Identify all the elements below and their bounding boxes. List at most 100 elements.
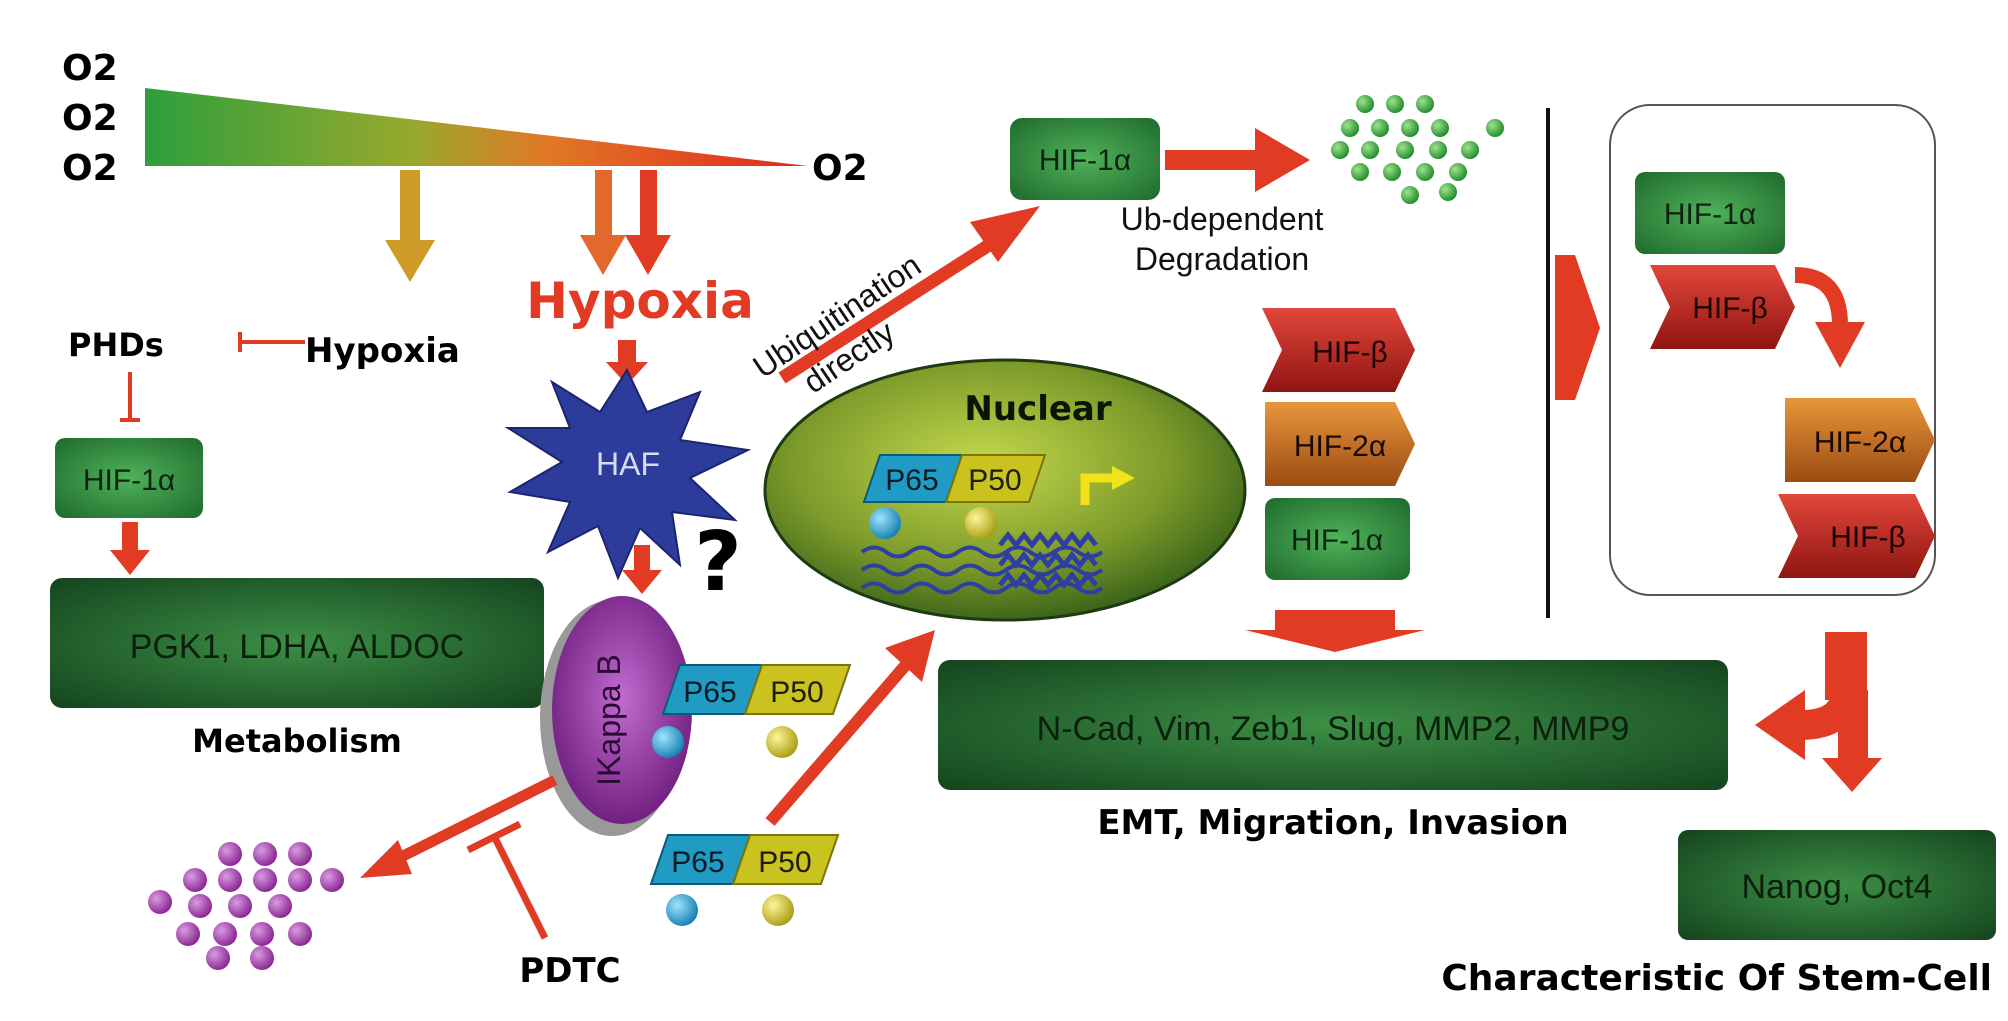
panel-curved-arrow (1794, 267, 1848, 326)
purple-particle (268, 894, 292, 918)
panel-hif-beta-chevron-1 (1650, 265, 1795, 349)
p65-label: P65 (683, 676, 736, 709)
orange-down-arrow (580, 170, 626, 275)
purple-particle (148, 890, 172, 914)
panel-entry-arrow (1555, 255, 1600, 400)
hypoxia-to-haf-arrow (606, 340, 648, 385)
haf-to-ikappa-arrow (622, 545, 662, 594)
panel-hif-beta-label-2: HIF-β (1830, 521, 1906, 554)
red-down-arrow (625, 170, 671, 275)
emt-genes-box (938, 660, 1728, 790)
oxygen-gradient-wedge (145, 88, 808, 166)
dna-zigzag-3 (998, 570, 1098, 590)
degradation-line2: Degradation (1135, 241, 1309, 277)
right-panel: HIF-1α HIF-β HIF-2α HIF-β (1609, 104, 1936, 596)
fork-down-branch (1838, 690, 1868, 760)
p50-label: P50 (770, 676, 823, 709)
ikappa-degradation-line (392, 775, 558, 865)
p65-ball (652, 726, 684, 758)
green-particle (1356, 95, 1374, 113)
stack-hif1a-label: HIF-1α (1291, 524, 1383, 557)
degradation-arrow (1165, 128, 1310, 192)
green-particle (1486, 119, 1504, 137)
green-particle (1341, 119, 1359, 137)
pdtc-label: PDTC (519, 951, 620, 991)
p50-label-free: P50 (758, 846, 811, 879)
green-particle (1331, 141, 1349, 159)
green-particle (1386, 95, 1404, 113)
dna-zigzag-1 (998, 530, 1098, 550)
top-hif1a-label: HIF-1α (1039, 144, 1131, 177)
o2-label-1: O2 (62, 48, 118, 89)
p65-ball-free (666, 894, 698, 926)
purple-particle (253, 868, 277, 892)
p50-ball-free (762, 894, 794, 926)
transcription-start-arrow (1080, 473, 1115, 505)
stem-cell-label: Characteristic Of Stem-Cell (1441, 958, 1992, 999)
purple-particle (288, 868, 312, 892)
panel-hif-beta-label-1: HIF-β (1692, 292, 1768, 325)
nuclear-title: Nuclear (964, 389, 1111, 429)
nucleus: Nuclear P65 P50 (763, 358, 1247, 622)
green-particle (1361, 141, 1379, 159)
green-particle (1416, 95, 1434, 113)
panel-hif-beta-chevron-2 (1778, 494, 1935, 578)
hif-stack: HIF-β HIF-2α HIF-1α (1245, 308, 1425, 652)
green-particle (1416, 163, 1434, 181)
gold-down-arrow (385, 170, 435, 282)
green-particle (1431, 119, 1449, 137)
stack-hif2a-chevron (1265, 402, 1415, 486)
fork-stem (1825, 632, 1867, 700)
p50-parallelogram (743, 664, 852, 715)
transcription-start-arrowhead (1112, 466, 1135, 490)
stack-hif-beta-label: HIF-β (1312, 336, 1388, 369)
purple-particle (250, 922, 274, 946)
pdtc-inhibit-bar (466, 820, 522, 854)
p65-p50-complex-free: P65 P50 (649, 834, 840, 926)
emt-genes-label: N-Cad, Vim, Zeb1, Slug, MMP2, MMP9 (1037, 710, 1630, 748)
hypoxia-big-label: Hypoxia (526, 272, 754, 330)
o2-label-2: O2 (62, 98, 118, 139)
purple-particle (213, 922, 237, 946)
purple-particle (253, 842, 277, 866)
p65-label-free: P65 (671, 846, 724, 879)
nuclear-p50-label: P50 (968, 464, 1021, 497)
purple-particle (188, 894, 212, 918)
left-pathway: PHDs Hypoxia HIF-1α PGK1, LDHA, ALDOC Me… (50, 326, 544, 760)
gradient-arrows (385, 170, 671, 282)
nuclear-p50-parallelogram (944, 454, 1047, 503)
green-particle (1401, 186, 1419, 204)
green-particle (1396, 141, 1414, 159)
stack-hif2a-label: HIF-2α (1294, 430, 1386, 463)
ikappa-b-oval (552, 596, 692, 824)
panel-hif1a-label: HIF-1α (1664, 198, 1756, 231)
nuclear-p65-label: P65 (885, 464, 938, 497)
metabolism-genes-box (50, 578, 544, 708)
metabolism-label: Metabolism (192, 722, 402, 760)
oxygen-gradient: O2 O2 O2 O2 (62, 48, 868, 189)
ikappa-degradation-arrowhead (360, 840, 412, 878)
center-pathway: Hypoxia HAF ? IKappa B P65 P50 P65 P50 (148, 272, 935, 991)
purple-particle (320, 868, 344, 892)
right-panel-frame (1609, 104, 1936, 596)
green-particle (1429, 141, 1447, 159)
pdtc-inhibit-line (491, 836, 549, 940)
purple-particle (183, 868, 207, 892)
purple-particle (218, 842, 242, 866)
panel-hif2a-label: HIF-2α (1814, 426, 1906, 459)
hypoxia-small-label: Hypoxia (305, 331, 460, 371)
green-particle (1383, 163, 1401, 181)
purple-particle (288, 842, 312, 866)
left-hif1a-label: HIF-1α (83, 464, 175, 497)
green-particle (1439, 183, 1457, 201)
o2-label-3: O2 (62, 148, 118, 189)
green-particle (1401, 119, 1419, 137)
panel-hif2a-chevron (1785, 398, 1935, 482)
p50-parallelogram-free (731, 834, 840, 885)
degradation-line1: Ub-dependent (1121, 201, 1324, 237)
fork-left-arrowhead (1755, 690, 1805, 760)
emt-section: N-Cad, Vim, Zeb1, Slug, MMP2, MMP9 EMT, … (938, 660, 1728, 843)
green-particle (1449, 163, 1467, 181)
